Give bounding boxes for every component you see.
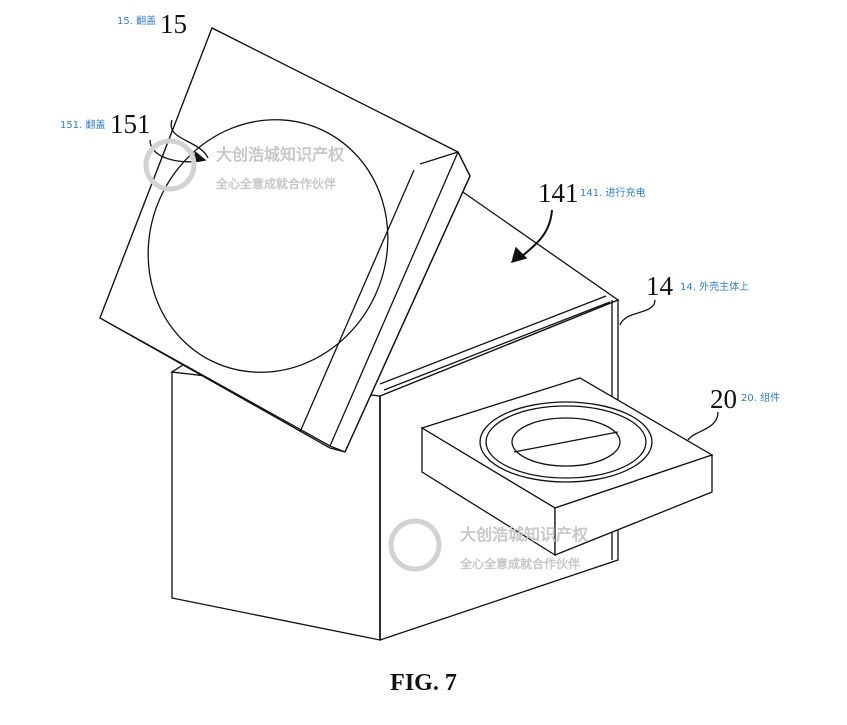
figure-caption: FIG. 7: [390, 670, 457, 696]
svg-text:大创浩城知识产权: 大创浩城知识产权: [460, 525, 589, 544]
ref-num-151: 151: [110, 109, 151, 139]
leader-lines: [149, 119, 719, 441]
ref-num-14: 14: [646, 271, 674, 301]
ref-num-20: 20: [710, 384, 737, 414]
svg-text:全心全意成就合作伙伴: 全心全意成就合作伙伴: [215, 176, 336, 191]
drawer-assembly: [420, 377, 714, 557]
svg-text:全心全意成就合作伙伴: 全心全意成就合作伙伴: [459, 556, 580, 571]
ref-num-141: 141: [538, 178, 579, 208]
ref-label-15: 15. 翻盖: [117, 14, 156, 27]
ref-label-20: 20. 组件: [741, 391, 780, 404]
watermark: 大创浩城知识产权 全心全意成就合作伙伴 大创浩城知识产权 全心全意成就合作伙伴: [143, 138, 589, 572]
ref-num-15: 15: [160, 9, 187, 39]
svg-text:大创浩城知识产权: 大创浩城知识产权: [216, 145, 345, 164]
flip-lid: [99, 27, 471, 453]
ref-label-151: 151. 翻盖: [60, 118, 105, 131]
ref-label-14: 14. 外壳主体上: [680, 280, 749, 293]
ref-label-141: 141. 进行充电: [580, 186, 645, 199]
